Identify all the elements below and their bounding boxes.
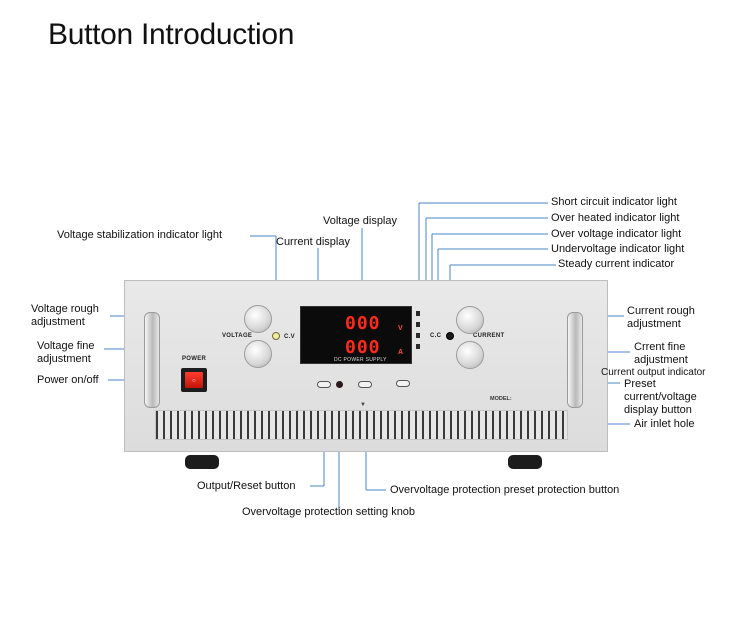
voltage-fine-knob[interactable] (244, 340, 272, 368)
voltage-unit: V (398, 325, 403, 332)
output-reset-button[interactable] (317, 381, 331, 388)
power-panel-label: POWER (182, 356, 207, 362)
current-unit: A (398, 349, 404, 356)
label-over-heated: Over heated indicator light (551, 212, 680, 224)
label-current-fine: Crrent fine adjustment (634, 341, 688, 366)
ovp-preset-button[interactable] (358, 381, 372, 388)
power-rocker[interactable]: ○ (185, 372, 203, 388)
left-foot (185, 455, 219, 469)
label-voltage-rough: Voltage rough adjustment (31, 303, 99, 328)
label-over-voltage: Over voltage indicator light (551, 228, 682, 240)
label-power: Power on/off (37, 374, 99, 386)
label-voltage-fine: Voltage fine adjustment (37, 340, 95, 365)
label-preset: Preset current/voltage display button (624, 378, 697, 416)
cv-indicator-light (272, 332, 280, 340)
display-caption: DC POWER SUPPLY (334, 357, 387, 363)
current-panel-label: CURRENT (473, 333, 505, 339)
label-ovp-preset: Overvoltage protection preset protection… (390, 484, 620, 496)
label-ovp-knob: Overvoltage protection setting knob (242, 506, 416, 518)
voltage-rough-knob[interactable] (244, 305, 272, 333)
label-output-reset: Output/Reset button (197, 480, 296, 492)
page-title: Button Introduction (48, 18, 295, 51)
voltage-panel-label: VOLTAGE (222, 333, 253, 339)
label-undervoltage: Undervoltage indicator light (551, 243, 685, 255)
label-short-circuit: Short circuit indicator light (551, 196, 677, 208)
label-current-output: Current output indicator (601, 367, 706, 378)
cv-panel-label: C.V (284, 334, 295, 340)
air-inlet-vent (155, 410, 568, 440)
cc-indicator-light (446, 332, 454, 340)
power-switch[interactable]: ○ (181, 368, 207, 392)
label-air-inlet: Air inlet hole (634, 418, 695, 430)
right-handle (567, 312, 583, 408)
current-fine-knob[interactable] (456, 341, 484, 369)
right-foot (508, 455, 542, 469)
digital-display (300, 306, 412, 364)
label-voltage-display: Voltage display (323, 215, 397, 227)
arrow-down-icon: ▼ (360, 402, 366, 408)
over-voltage-light (416, 333, 420, 338)
label-current-rough: Current rough adjustment (627, 305, 695, 330)
power-icon: ○ (192, 378, 196, 384)
current-rough-knob[interactable] (456, 306, 484, 334)
current-reading: 000 (345, 337, 381, 358)
voltage-reading: 000 (345, 313, 381, 334)
cc-panel-label: C.C (430, 333, 442, 339)
indicator-strip (414, 306, 424, 364)
short-circuit-light (416, 311, 420, 316)
undervoltage-light (416, 344, 420, 349)
model-label: MODEL: (490, 396, 512, 402)
label-voltage-stabilization: Voltage stabilization indicator light (57, 229, 223, 241)
label-current-display: Current display (276, 236, 350, 248)
left-handle (144, 312, 160, 408)
over-heated-light (416, 322, 420, 327)
label-steady-current: Steady current indicator (558, 258, 675, 270)
ovp-setting-knob[interactable] (336, 381, 343, 388)
preset-display-button[interactable] (396, 380, 410, 387)
